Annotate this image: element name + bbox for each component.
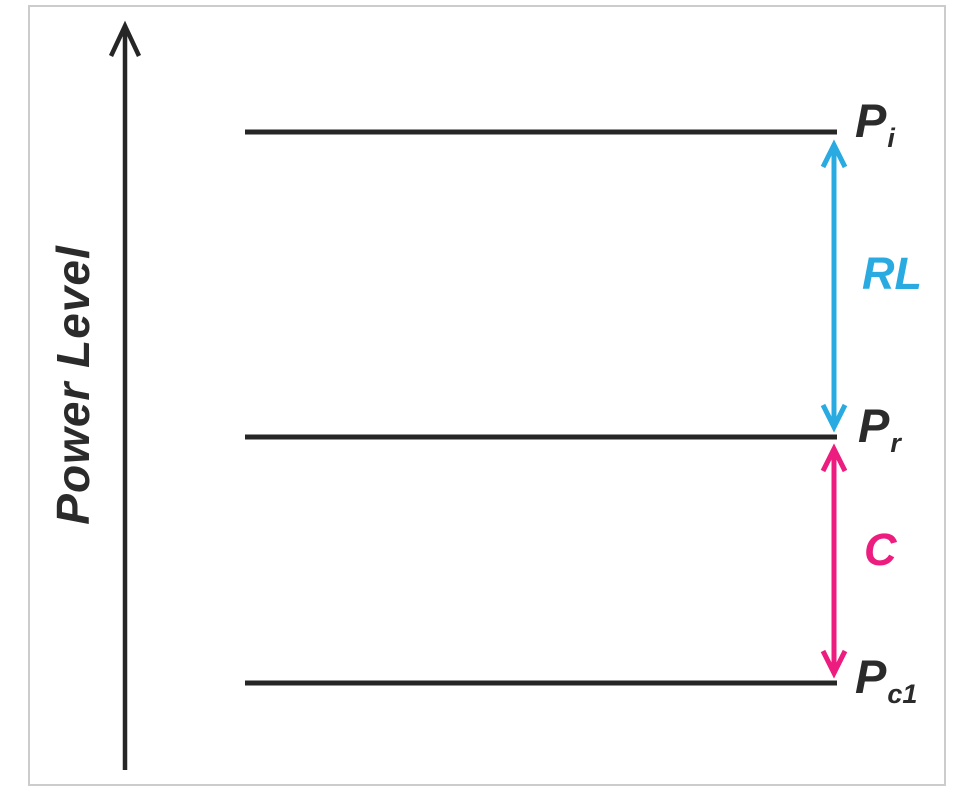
label-coupling: C	[864, 524, 897, 575]
pi-symbol: P	[855, 94, 887, 147]
power-axis-arrow	[108, 20, 142, 770]
label-pr: Pr	[858, 402, 901, 457]
pc1-subscript: c1	[887, 679, 918, 709]
rl-double-arrow-icon	[820, 139, 848, 433]
label-return-loss: RL	[862, 248, 922, 299]
frame-border	[28, 5, 946, 786]
pr-symbol: P	[858, 399, 890, 452]
power-axis-label: Power Level	[47, 245, 99, 525]
label-pc1: Pc1	[855, 653, 917, 708]
label-pi: Pi	[855, 97, 895, 152]
pi-subscript: i	[887, 123, 895, 153]
coupling-double-arrow-icon	[820, 443, 848, 679]
pc1-symbol: P	[855, 650, 887, 703]
pr-subscript: r	[890, 428, 901, 458]
